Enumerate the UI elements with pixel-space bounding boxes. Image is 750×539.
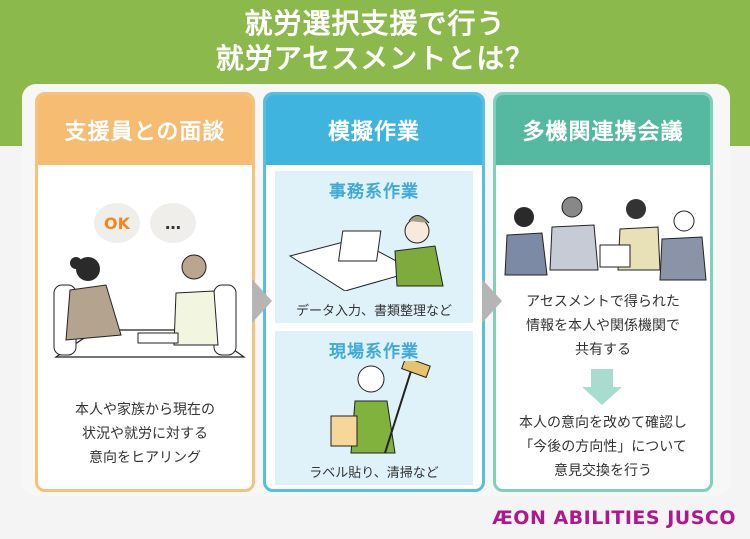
office-work-section: 事務系作業 データ入力、書類整理など xyxy=(275,171,473,323)
page-title: 就労選択支援で行う 就労アセスメントとは？ xyxy=(0,6,750,76)
column-heading: 多機関連携会議 xyxy=(496,95,710,165)
column-heading: 支援員との面談 xyxy=(38,95,252,165)
field-work-section: 現場系作業 ラベル貼り、清掃など xyxy=(275,331,473,485)
cleaner-illustration-icon xyxy=(330,361,431,454)
description-line: 意見交換を行う xyxy=(554,463,652,479)
description-line: 本人や家族から現在の xyxy=(75,402,215,418)
section-title: 現場系作業 xyxy=(329,342,419,362)
description-line: アセスメントで得られた xyxy=(526,294,680,310)
description-line: 状況や就労に対する xyxy=(82,426,208,442)
title-line-1: 就労選択支援で行う xyxy=(244,7,506,40)
description-line: 「今後の方向性」について xyxy=(519,439,687,455)
title-line-2: 就労アセスメントとは？ xyxy=(215,42,535,75)
meeting-illustration-icon xyxy=(504,196,707,281)
right-arrow-icon xyxy=(252,279,272,323)
column-simulated-work: 模擬作業 事務系作業 データ入力、書類整理など 現場系作業 ラベル貼り、清掃など xyxy=(263,92,485,492)
section-title: 事務系作業 xyxy=(329,182,419,202)
description-line: 本人の意向を改めて確認し xyxy=(519,415,687,431)
column-interview: 支援員との面談 OK … 本人や家族から現在の 状況や就労に対する 意向をヒアリ… xyxy=(35,92,255,492)
description-line: 意向をヒアリング xyxy=(89,450,201,466)
company-logo: ÆON ABILITIES JUSCO xyxy=(492,507,736,529)
down-arrow-icon xyxy=(582,369,622,405)
section-caption: ラベル貼り、清掃など xyxy=(309,466,439,481)
ok-speech-bubble: OK xyxy=(94,203,140,243)
interview-illustration-icon xyxy=(53,254,246,358)
section-caption: データ入力、書類整理など xyxy=(295,304,452,319)
confirmation-description: 本人の意向を改めて確認し 「今後の方向性」について 意見交換を行う xyxy=(496,411,710,483)
description-line: 情報を本人や関係機関で xyxy=(526,318,680,334)
ellipsis-speech-bubble: … xyxy=(150,203,196,243)
sharing-description: アセスメントで得られた 情報を本人や関係機関で 共有する xyxy=(496,290,710,362)
description-line: 共有する xyxy=(575,342,631,358)
office-worker-illustration-icon xyxy=(288,215,444,291)
column-heading: 模擬作業 xyxy=(266,95,482,165)
column-multi-agency-meeting: 多機関連携会議 アセスメントで得られた 情報を本人や関係機関で 共有する 本人の… xyxy=(493,92,713,492)
interview-description: 本人や家族から現在の 状況や就労に対する 意向をヒアリング xyxy=(38,398,252,470)
right-arrow-icon xyxy=(482,279,502,323)
